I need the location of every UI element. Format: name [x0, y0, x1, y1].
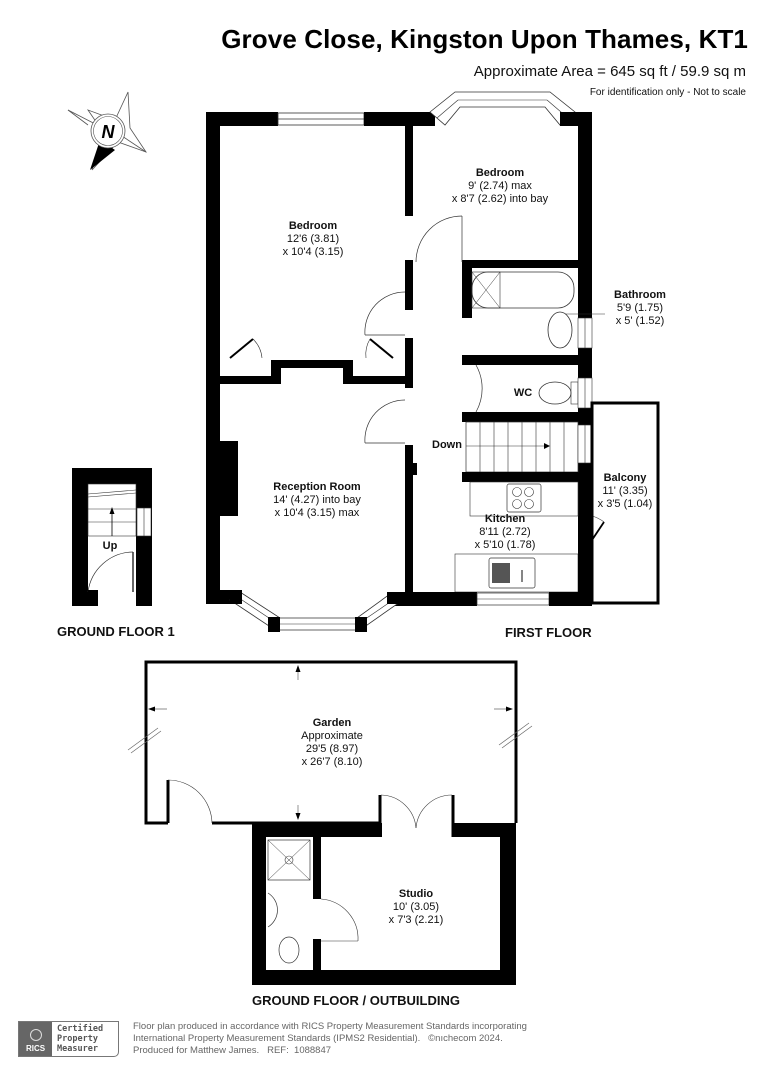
- svg-text:x 3'5 (1.04): x 3'5 (1.04): [598, 498, 653, 510]
- rics-badge-text: Certified Property Measurer: [52, 1022, 108, 1056]
- svg-text:8'11 (2.72): 8'11 (2.72): [479, 526, 530, 538]
- svg-text:WC: WC: [514, 387, 532, 399]
- svg-text:x 5' (1.52): x 5' (1.52): [616, 315, 665, 327]
- svg-text:x 10'4 (3.15): x 10'4 (3.15): [283, 246, 344, 258]
- ground-floor-1-plan: [72, 468, 152, 606]
- floor-label-outbuilding: GROUND FLOOR / OUTBUILDING: [252, 993, 460, 1008]
- footer-notes: Floor plan produced in accordance with R…: [133, 1021, 527, 1057]
- property-title: Grove Close, Kingston Upon Thames, KT1: [221, 24, 748, 54]
- svg-text:29'5 (8.97): 29'5 (8.97): [306, 743, 358, 755]
- scale-disclaimer: For identification only - Not to scale: [589, 87, 746, 98]
- badge-line-1: Certified: [57, 1024, 104, 1034]
- svg-text:x 7'3 (2.21): x 7'3 (2.21): [389, 914, 444, 926]
- svg-text:5'9 (1.75): 5'9 (1.75): [617, 302, 663, 314]
- svg-text:Studio: Studio: [399, 888, 433, 900]
- ground-floor-outbuilding-plan: [127, 660, 533, 985]
- svg-text:Bedroom: Bedroom: [476, 167, 525, 179]
- svg-text:Kitchen: Kitchen: [485, 513, 526, 525]
- svg-text:12'6 (3.81): 12'6 (3.81): [287, 233, 339, 245]
- svg-text:Down: Down: [432, 439, 462, 451]
- footer-line-2: International Property Measurement Stand…: [133, 1033, 503, 1044]
- compass-icon: N: [67, 91, 148, 171]
- room-label-bedroom-2: Bedroom 9' (2.74) max x 8'7 (2.62) into …: [452, 167, 549, 205]
- stairs-down-label: Down: [432, 439, 462, 451]
- room-label-kitchen: Kitchen 8'11 (2.72) x 5'10 (1.78): [475, 513, 536, 551]
- svg-text:Garden: Garden: [313, 717, 352, 729]
- badge-line-2: Property: [57, 1034, 98, 1044]
- svg-text:x 10'4 (3.15) max: x 10'4 (3.15) max: [275, 507, 360, 519]
- svg-text:10' (3.05): 10' (3.05): [393, 901, 439, 913]
- svg-text:9' (2.74) max: 9' (2.74) max: [468, 180, 532, 192]
- floor-label-first-floor: FIRST FLOOR: [505, 625, 592, 640]
- first-floor-plan: [206, 91, 660, 632]
- room-label-garden: Garden Approximate 29'5 (8.97) x 26'7 (8…: [301, 717, 363, 768]
- svg-text:14' (4.27) into bay: 14' (4.27) into bay: [273, 494, 361, 506]
- room-label-bedroom-1: Bedroom 12'6 (3.81) x 10'4 (3.15): [283, 220, 344, 258]
- svg-text:x 26'7 (8.10): x 26'7 (8.10): [302, 756, 363, 768]
- svg-text:Approximate: Approximate: [301, 730, 363, 742]
- room-label-balcony: Balcony 11' (3.35) x 3'5 (1.04): [598, 472, 653, 510]
- svg-text:Balcony: Balcony: [604, 472, 648, 484]
- room-label-reception-room: Reception Room 14' (4.27) into bay x 10'…: [273, 481, 361, 519]
- room-label-wc: WC: [514, 387, 532, 399]
- svg-text:Reception Room: Reception Room: [273, 481, 361, 493]
- approximate-area: Approximate Area = 645 sq ft / 59.9 sq m: [473, 63, 746, 80]
- rics-lion-icon: [29, 1029, 42, 1041]
- footer-line-1: Floor plan produced in accordance with R…: [133, 1021, 527, 1032]
- room-label-studio: Studio 10' (3.05) x 7'3 (2.21): [389, 888, 444, 926]
- floor-label-ground-floor-1: GROUND FLOOR 1: [57, 624, 175, 639]
- svg-text:Bathroom: Bathroom: [614, 289, 666, 301]
- footer-line-3: Produced for Matthew James. REF: 1088847: [133, 1045, 332, 1056]
- rics-certified-badge: RICS Certified Property Measurer: [18, 1021, 119, 1057]
- compass-north-label: N: [102, 122, 116, 142]
- svg-text:x 8'7 (2.62) into bay: x 8'7 (2.62) into bay: [452, 193, 549, 205]
- svg-text:11' (3.35): 11' (3.35): [602, 485, 647, 497]
- svg-text:Bedroom: Bedroom: [289, 220, 338, 232]
- rics-org-label: RICS: [25, 1044, 46, 1053]
- room-label-bathroom: Bathroom 5'9 (1.75) x 5' (1.52): [614, 289, 666, 327]
- stairs-up-label: Up: [103, 540, 118, 552]
- svg-text:x 5'10 (1.78): x 5'10 (1.78): [475, 539, 536, 551]
- badge-line-3: Measurer: [57, 1044, 98, 1054]
- rics-logo: RICS: [19, 1022, 52, 1056]
- stairs-down: [465, 421, 579, 473]
